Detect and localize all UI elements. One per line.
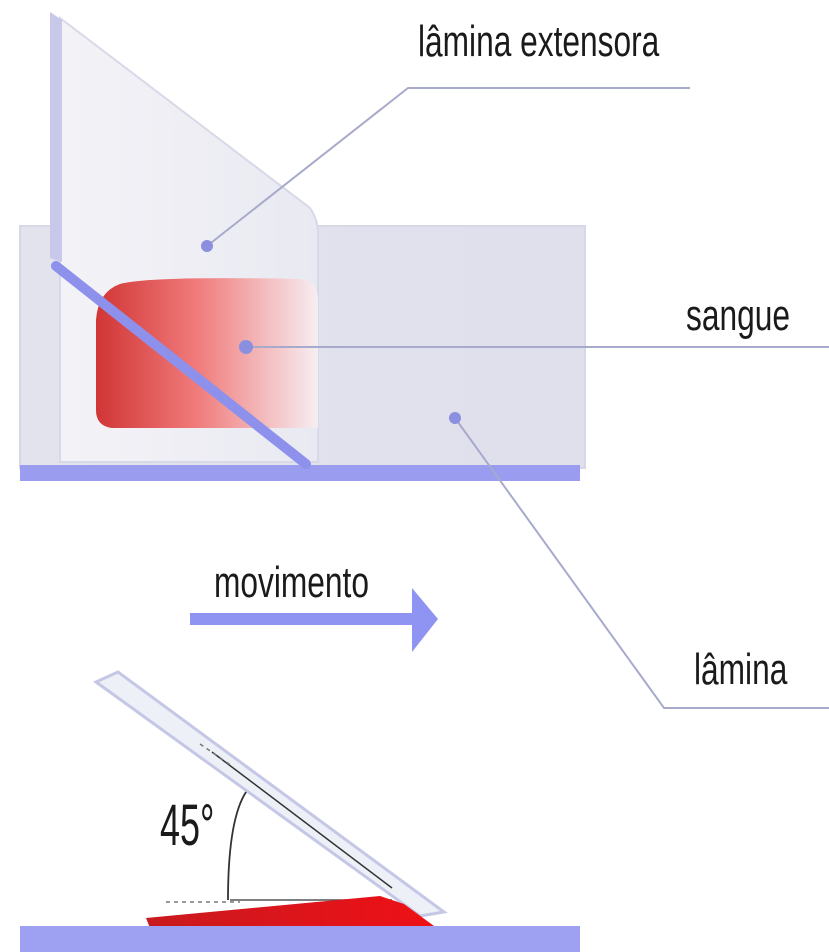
tilted-slide-shadow-line — [211, 751, 393, 889]
angle-arc — [227, 791, 247, 901]
label-blood: sangue — [686, 291, 790, 340]
label-movement: movimento — [214, 558, 369, 607]
leader-line-extensor-slide — [206, 87, 690, 247]
arrow-shaft — [190, 613, 412, 625]
tilted-extensor-slide — [93, 670, 448, 918]
angle-reference-dashed-diagonal — [199, 743, 233, 767]
slide-bottom-edge — [20, 465, 580, 481]
marker-dot-slide — [449, 412, 461, 424]
bottom-slide — [20, 926, 580, 952]
leader-line-slide — [454, 417, 829, 709]
label-extensor-slide: lâmina extensora — [418, 17, 660, 66]
marker-dots — [201, 240, 461, 424]
label-angle: 45° — [160, 793, 215, 858]
extensor-slide-contact-edge — [51, 261, 311, 469]
blood-drop — [96, 278, 318, 428]
marker-dot-extensor-slide — [201, 240, 213, 252]
marker-dot-blood — [239, 340, 253, 354]
extensor-slide-edge — [50, 12, 62, 262]
blood-smear — [146, 896, 434, 928]
arrow-head — [412, 588, 438, 652]
tilted-slide-body — [93, 670, 448, 918]
label-slide: lâmina — [694, 645, 788, 694]
arrow-right-icon — [190, 588, 438, 652]
leader-lines — [206, 87, 829, 709]
